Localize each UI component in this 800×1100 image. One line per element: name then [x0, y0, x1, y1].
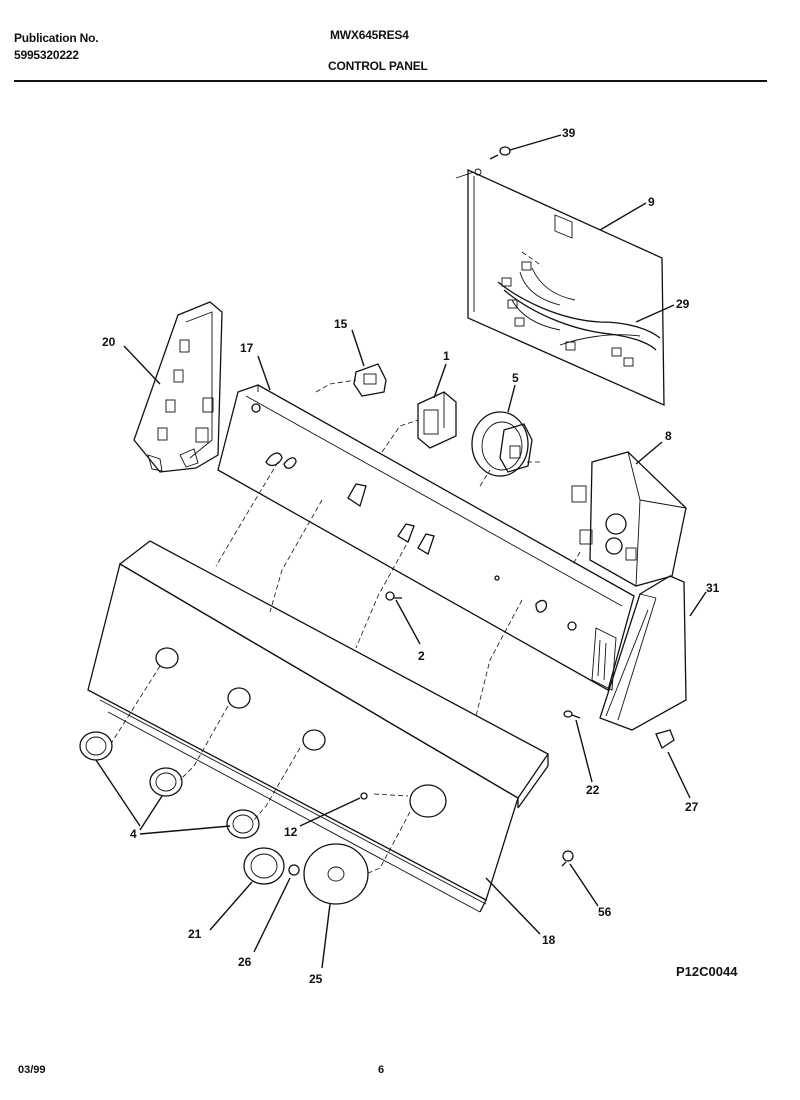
part-26-washer [288, 864, 300, 876]
callout-26: 26 [238, 955, 252, 969]
callout-56: 56 [598, 905, 612, 919]
part-29-wire-harness [497, 261, 661, 367]
part-22-screw [563, 710, 581, 719]
part-25-dial [303, 843, 369, 905]
leader-lines [95, 134, 707, 969]
callout-20: 20 [102, 335, 116, 349]
assembly-lines [111, 251, 581, 875]
section-title: CONTROL PANEL [328, 59, 428, 73]
publication-label: Publication No. [14, 31, 99, 45]
callout-21: 21 [188, 927, 202, 941]
part-27-clip [655, 729, 675, 749]
footer-date: 03/99 [18, 1064, 46, 1076]
callout-31: 31 [706, 581, 720, 595]
part-31-end-cap [599, 575, 687, 731]
figure-code: P12C0044 [676, 964, 738, 979]
callout-22: 22 [586, 783, 600, 797]
part-4-knob-2 [149, 767, 183, 797]
header-rule [14, 80, 767, 82]
part-17-backplate [217, 384, 635, 691]
callout-4: 4 [130, 827, 137, 841]
part-2-screw [385, 591, 402, 601]
part-9-bracket [455, 168, 665, 407]
callout-12: 12 [284, 825, 298, 839]
part-20-end-bracket [133, 301, 223, 473]
part-4-knob-3 [226, 809, 260, 839]
part-4-knob-1 [79, 731, 113, 761]
callout-39: 39 [562, 126, 576, 140]
part-5-selector-switch [471, 411, 533, 477]
publication-number: 5995320222 [14, 48, 79, 62]
callout-2: 2 [418, 649, 425, 663]
callout-1: 1 [443, 349, 450, 363]
callout-labels: 39 9 29 20 15 17 1 5 8 31 2 22 27 4 12 2… [102, 126, 720, 986]
callout-15: 15 [334, 317, 348, 331]
part-39-screw [489, 146, 511, 160]
callout-29: 29 [676, 297, 690, 311]
callout-8: 8 [665, 429, 672, 443]
callout-25: 25 [309, 972, 323, 986]
part-12-screw [360, 792, 368, 800]
model-number: MWX645RES4 [330, 28, 409, 42]
part-56-screw [561, 850, 574, 867]
page-number: 6 [378, 1064, 385, 1076]
callout-17: 17 [240, 341, 254, 355]
callout-5: 5 [512, 371, 519, 385]
part-21-timer-knob [243, 847, 285, 885]
callout-18: 18 [542, 933, 556, 947]
callout-9: 9 [648, 195, 655, 209]
part-8-timer [571, 451, 687, 587]
part-1-switch [417, 391, 457, 449]
callout-27: 27 [685, 800, 699, 814]
part-18-front-console [87, 540, 549, 913]
part-15-switch [353, 363, 387, 397]
